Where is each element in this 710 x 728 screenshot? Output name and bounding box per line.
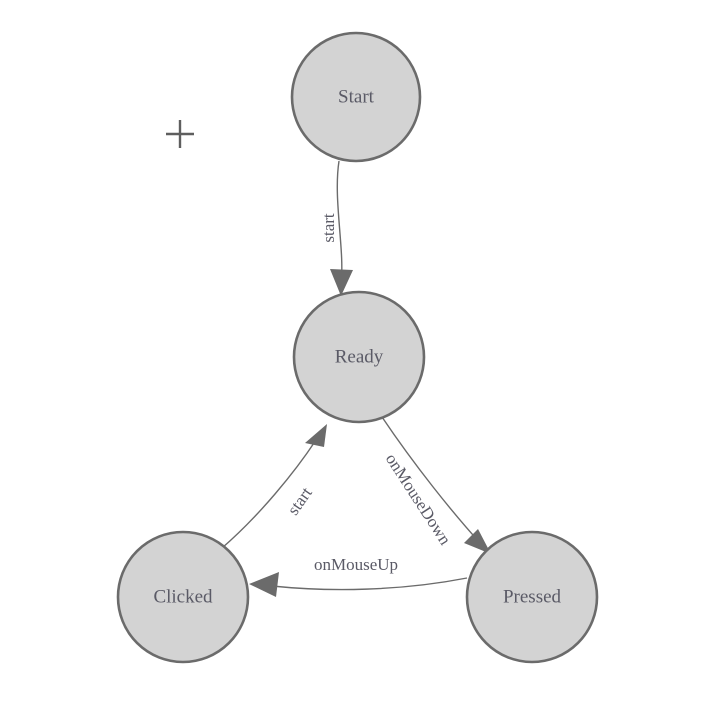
plus-marker-icon[interactable] <box>166 120 194 148</box>
edge-label-pressed-to-clicked: onMouseUp <box>314 555 398 574</box>
node-label-pressed: Pressed <box>503 586 562 607</box>
arrowhead-start-to-ready <box>330 269 353 296</box>
edge-label-ready-to-pressed: onMouseDown <box>382 450 455 549</box>
edge-label-clicked-to-ready: start <box>284 483 317 518</box>
node-ready[interactable]: Ready <box>292 290 426 424</box>
edge-ready-to-pressed[interactable]: onMouseDown <box>381 416 491 554</box>
arrowhead-clicked-to-ready <box>305 424 327 447</box>
edge-clicked-to-ready[interactable]: start <box>221 424 327 549</box>
edge-start-to-ready[interactable]: start <box>319 160 353 296</box>
node-label-clicked: Clicked <box>153 586 213 607</box>
node-start[interactable]: Start <box>290 31 422 163</box>
node-clicked[interactable]: Clicked <box>116 530 250 664</box>
edge-path-ready-to-pressed <box>381 416 482 545</box>
arrowhead-pressed-to-clicked <box>249 572 279 597</box>
node-pressed[interactable]: Pressed <box>465 530 599 664</box>
node-layer: Start Ready Clicked Pressed <box>116 31 599 664</box>
node-circle-ready[interactable] <box>292 290 426 424</box>
edge-path-pressed-to-clicked <box>271 577 468 591</box>
edge-path-start-to-ready <box>336 160 343 285</box>
node-circle-pressed[interactable] <box>465 530 599 664</box>
node-label-start: Start <box>338 86 375 107</box>
edge-pressed-to-clicked[interactable]: onMouseUp <box>249 555 468 597</box>
edge-label-start-to-ready: start <box>319 213 338 243</box>
edge-path-clicked-to-ready <box>221 439 317 549</box>
node-label-ready: Ready <box>335 346 384 367</box>
node-circle-start[interactable] <box>290 31 422 163</box>
node-circle-clicked[interactable] <box>116 530 250 664</box>
arrowhead-ready-to-pressed <box>464 529 491 554</box>
